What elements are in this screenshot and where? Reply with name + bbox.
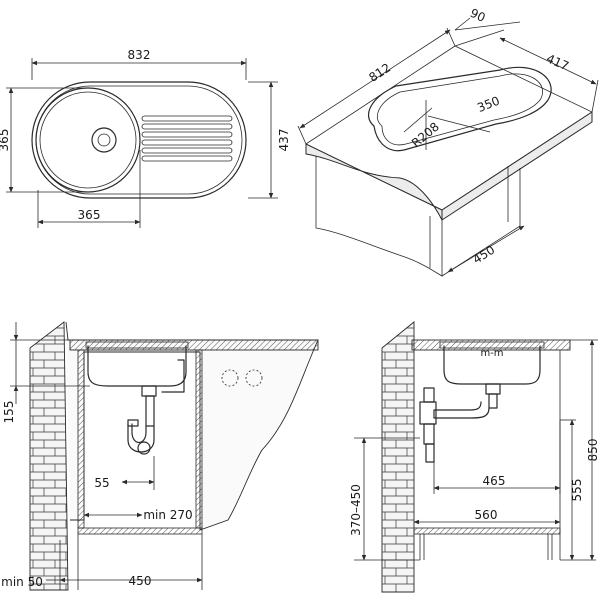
sink-outline: [31, 81, 247, 199]
bowl-marker: m-m: [480, 348, 503, 359]
dim-bowl-radius: R208: [409, 120, 442, 151]
dim-bowl-width: 365: [78, 208, 101, 222]
dim-depth: 437: [277, 129, 291, 152]
dim-bowl-depth: 365: [0, 129, 11, 152]
dim-cabinet-depth: 450: [470, 243, 497, 267]
dim-cabinet-height: 555: [570, 479, 584, 502]
side-section: m-m 370–450 465 560 555: [349, 321, 600, 593]
dim-drain-height: 370–450: [349, 484, 363, 536]
dim-width: 832: [128, 48, 151, 62]
bowl-outer: [35, 87, 141, 193]
iso-sink-outline: [368, 66, 552, 152]
countertop-top: [305, 45, 593, 211]
drainer-grooves: [141, 115, 233, 162]
drain-inner: [97, 133, 111, 147]
dim-cabinet-width: 450: [129, 574, 152, 588]
bowl-inner: [39, 91, 137, 189]
dim-trap-distance: 465: [483, 474, 506, 488]
dim-drainer-width: 350: [475, 94, 501, 116]
drain-outer: [91, 127, 117, 153]
top-view: 832 437 365 365: [0, 48, 291, 228]
dim-length: 812: [366, 61, 393, 85]
dim-min-width: min 270: [143, 508, 192, 522]
dim-bowl-height: 90: [468, 6, 488, 25]
front-section: 155 55 min 270 450 min 50: [1, 321, 319, 591]
iso-view: 812 90 417 350 R208 450: [297, 6, 599, 277]
dim-front-height: 155: [2, 401, 16, 424]
dim-min-wall: min 50: [1, 575, 43, 589]
dim-side-depth: 560: [475, 508, 498, 522]
dim-total-height: 850: [586, 439, 600, 462]
dim-trap-offset: 55: [94, 476, 109, 490]
